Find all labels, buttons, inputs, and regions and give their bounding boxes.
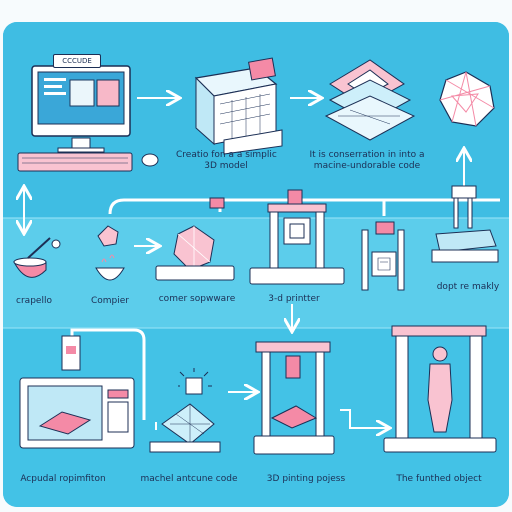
compiler-icon <box>95 225 125 281</box>
software-model-icon <box>155 225 235 281</box>
band-divider <box>3 327 509 329</box>
label-3d-printer: 3-d printter <box>268 294 320 304</box>
label-create-model: Creatio fon a a simplic 3D model <box>176 150 277 171</box>
label-crapello: crapello <box>16 296 52 306</box>
wireframe-model-icon <box>194 57 283 155</box>
mixing-bowl-icon <box>13 237 61 278</box>
label-acpudal: Acpudal ropimfiton <box>20 474 106 484</box>
printer-nozzle-icon <box>361 221 405 291</box>
label-3d-printing: 3D pinting pojess <box>266 474 346 484</box>
label-compier: Compier <box>90 296 129 306</box>
label-finished: The funthed object <box>396 474 482 484</box>
band-divider <box>3 217 509 219</box>
3d-printing-process-icon <box>253 341 335 455</box>
computer-icon <box>17 65 159 172</box>
label-comer-software: comer sopwware <box>158 294 236 304</box>
label-convert-code: It is conserration in into a macine-undo… <box>309 150 425 171</box>
printer-top-icon <box>431 185 499 263</box>
3d-printer-icon <box>249 189 345 285</box>
printer-cabinet-icon <box>19 335 135 449</box>
polyhedron-icon <box>439 71 495 127</box>
code-sparkle-icon <box>149 368 221 453</box>
label-dopt: dopt re makly <box>436 282 500 292</box>
code-tag: CCCUDE <box>53 54 101 68</box>
finished-figure-icon <box>383 325 497 453</box>
label-machel: machel antcune code <box>140 474 238 484</box>
slicing-layers-icon <box>324 59 416 141</box>
